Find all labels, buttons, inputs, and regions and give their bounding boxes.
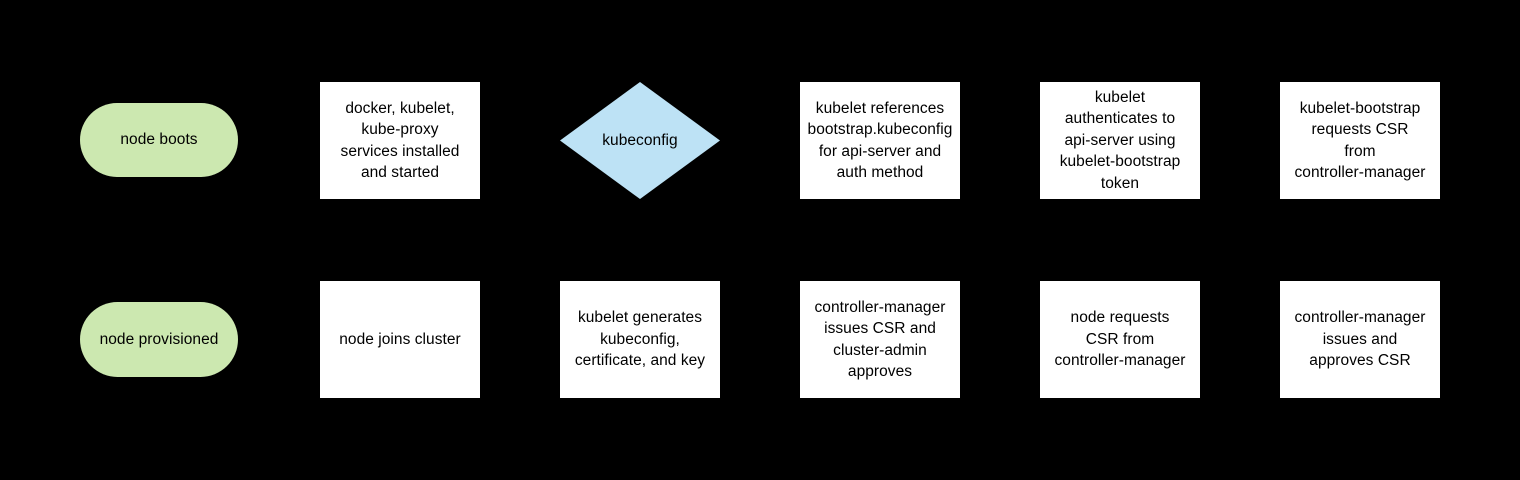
flowchart-node-kubelet-references-bootstrap: kubelet references bootstrap.kubeconfig … — [800, 82, 960, 199]
node-label: docker, kubelet, kube-proxy services ins… — [340, 99, 460, 182]
node-label: kubelet generates kubeconfig, certificat… — [574, 309, 706, 370]
flowchart-node-node-joins-cluster: node joins cluster — [320, 281, 480, 398]
flowchart-node-node-provisioned: node provisioned — [80, 302, 238, 377]
node-label: node provisioned — [99, 330, 219, 348]
node-label: node joins cluster — [339, 330, 461, 348]
node-label: kubelet references bootstrap.kubeconfig … — [807, 99, 953, 182]
node-label: node requests CSR from controller-manage… — [1054, 309, 1186, 370]
flowchart-node-node-requests-csr: node requests CSR from controller-manage… — [1040, 281, 1200, 398]
flowchart-node-services-installed: docker, kubelet, kube-proxy services ins… — [320, 82, 480, 199]
node-label: kubelet-bootstrap requests CSR from cont… — [1294, 99, 1426, 182]
flowchart-node-cm-issues-approves: controller-manager issues and approves C… — [1280, 281, 1440, 398]
flowchart-node-kubelet-generates: kubelet generates kubeconfig, certificat… — [560, 281, 720, 398]
flowchart-node-kubeconfig: kubeconfig — [560, 82, 720, 199]
flowchart-node-kubelet-authenticates: kubelet authenticates to api-server usin… — [1040, 82, 1200, 199]
node-label: controller-manager issues and approves C… — [1294, 309, 1426, 370]
flowchart-node-node-boots: node boots — [80, 103, 238, 177]
node-label: node boots — [120, 131, 198, 149]
flowchart-node-cm-issues-csr: controller-manager issues CSR and cluste… — [800, 281, 960, 398]
node-label: kubelet authenticates to api-server usin… — [1059, 88, 1181, 192]
node-label: controller-manager issues CSR and cluste… — [814, 298, 946, 381]
node-label: kubeconfig — [602, 131, 678, 149]
flowchart-node-bootstrap-requests-csr: kubelet-bootstrap requests CSR from cont… — [1280, 82, 1440, 199]
